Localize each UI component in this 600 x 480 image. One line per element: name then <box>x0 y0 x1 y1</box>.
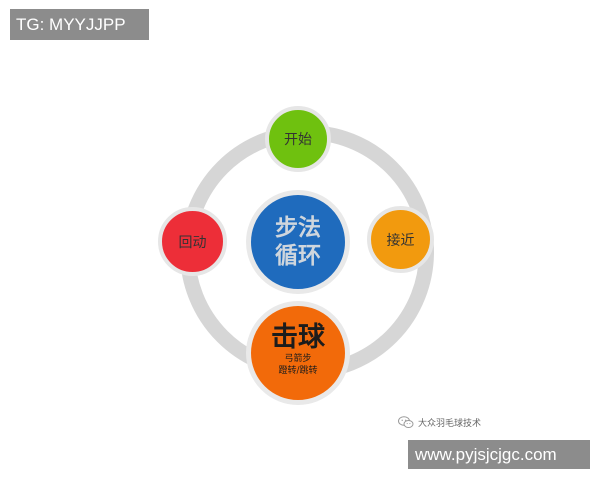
footer-site: www.pyjsjcjgc.com <box>408 440 590 469</box>
node-approach: 接近 <box>367 206 434 273</box>
center-node: 步法 循环 <box>246 190 350 294</box>
node-hit-sub-2: 蹬转/跳转 <box>278 366 318 376</box>
node-return-label: 回动 <box>178 234 207 251</box>
center-line-2: 循环 <box>275 242 321 269</box>
center-line-1: 步法 <box>275 214 321 241</box>
node-approach-label: 接近 <box>386 232 415 249</box>
node-hit-title: 击球 <box>271 322 325 353</box>
watermark-text: 大众羽毛球技术 <box>418 418 482 429</box>
watermark: 大众羽毛球技术 <box>398 414 481 430</box>
node-hit: 击球 弓箭步 蹬转/跳转 <box>246 301 350 405</box>
node-start-label: 开始 <box>284 132 312 148</box>
node-return: 回动 <box>158 207 227 276</box>
wechat-icon <box>398 415 414 428</box>
header-tag: TG: MYYJJPP <box>10 9 149 40</box>
node-start: 开始 <box>265 106 331 172</box>
node-hit-sub-1: 弓箭步 <box>284 354 312 364</box>
